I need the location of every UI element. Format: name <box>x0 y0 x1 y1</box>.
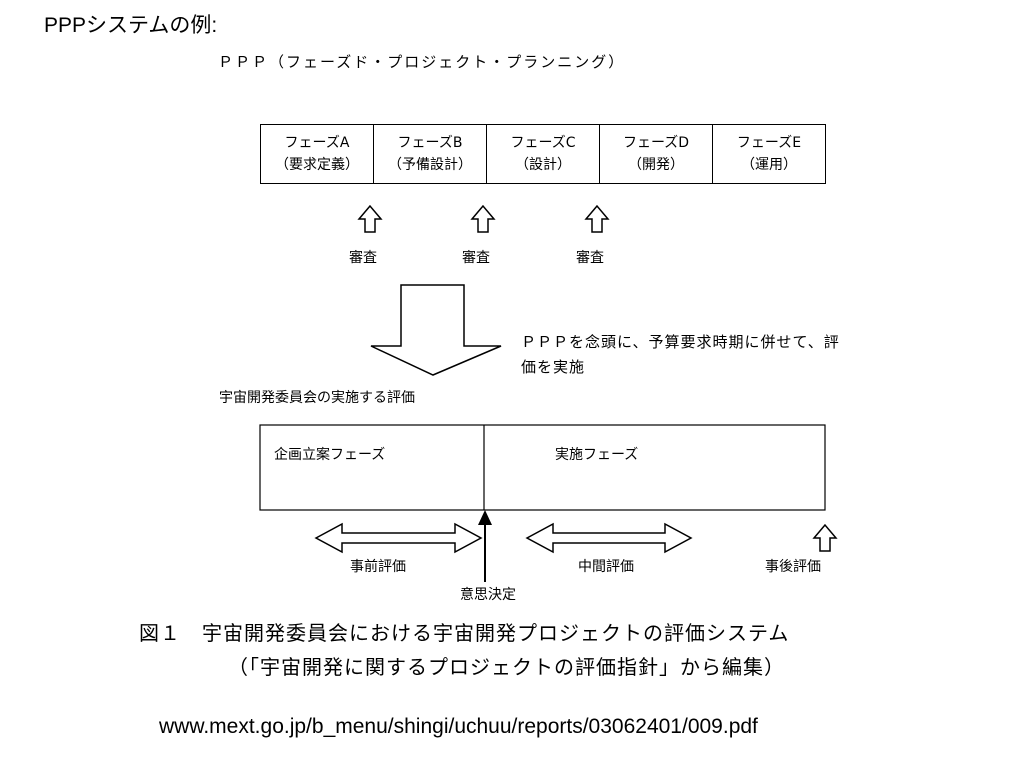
phase-b-name: フェーズB <box>397 135 463 151</box>
evaluation-note: ＰＰＰを念頭に、予算要求時期に併せて、評 価を実施 <box>521 330 840 380</box>
decision-label: 意思決定 <box>460 587 516 603</box>
phase-e-sub: （運用） <box>741 157 797 173</box>
review-arrow-1-icon <box>357 204 383 233</box>
post-evaluation-arrow-icon <box>812 523 838 552</box>
phase-e: フェーズE （運用） <box>713 125 825 183</box>
big-down-arrow-icon <box>370 284 502 376</box>
phase-c-sub: （設計） <box>515 157 571 173</box>
review-arrow-2-icon <box>470 204 496 233</box>
review-label-2: 審査 <box>462 250 490 266</box>
pre-evaluation-double-arrow-icon <box>314 522 483 554</box>
evaluation-note-line-2: 価を実施 <box>521 358 586 376</box>
decision-arrow-head-icon <box>478 510 492 525</box>
source-url: www.mext.go.jp/b_menu/shingi/uchuu/repor… <box>159 715 758 738</box>
phase-c-name: フェーズC <box>510 135 576 151</box>
pre-evaluation-label: 事前評価 <box>350 559 406 575</box>
mid-evaluation-double-arrow-icon <box>525 522 693 554</box>
figure-caption: 図１ 宇宙開発委員会における宇宙開発プロジェクトの評価システム <box>139 621 790 645</box>
phase-d-name: フェーズD <box>622 135 690 151</box>
planning-phase-label: 企画立案フェーズ <box>274 447 386 463</box>
phase-a-sub: （要求定義） <box>275 157 359 173</box>
phase-b-sub: （予備設計） <box>388 157 472 173</box>
mid-evaluation-label: 中間評価 <box>578 559 634 575</box>
committee-evaluation-label: 宇宙開発委員会の実施する評価 <box>219 390 415 406</box>
figure-caption-source: （「宇宙開発に関するプロジェクトの評価指針」から編集） <box>228 655 785 679</box>
evaluation-box <box>259 424 826 511</box>
phase-a-name: フェーズA <box>284 135 350 151</box>
post-evaluation-label: 事後評価 <box>765 559 821 575</box>
evaluation-note-line-1: ＰＰＰを念頭に、予算要求時期に併せて、評 <box>521 333 840 351</box>
phase-c: フェーズC （設計） <box>487 125 600 183</box>
review-label-1: 審査 <box>349 250 377 266</box>
phase-d-sub: （開発） <box>628 157 684 173</box>
implementation-phase-label: 実施フェーズ <box>555 447 639 463</box>
phase-e-name: フェーズE <box>736 135 802 151</box>
phase-sequence: フェーズA （要求定義） フェーズB （予備設計） フェーズC （設計） フェー… <box>260 124 826 184</box>
phase-d: フェーズD （開発） <box>600 125 713 183</box>
review-arrow-3-icon <box>584 204 610 233</box>
phase-a: フェーズA （要求定義） <box>261 125 374 183</box>
slide-title: PPPシステムの例: <box>44 14 218 37</box>
phase-b: フェーズB （予備設計） <box>374 125 487 183</box>
ppp-heading: ＰＰＰ（フェーズド・プロジェクト・プランニング） <box>218 53 626 71</box>
review-label-3: 審査 <box>576 250 604 266</box>
